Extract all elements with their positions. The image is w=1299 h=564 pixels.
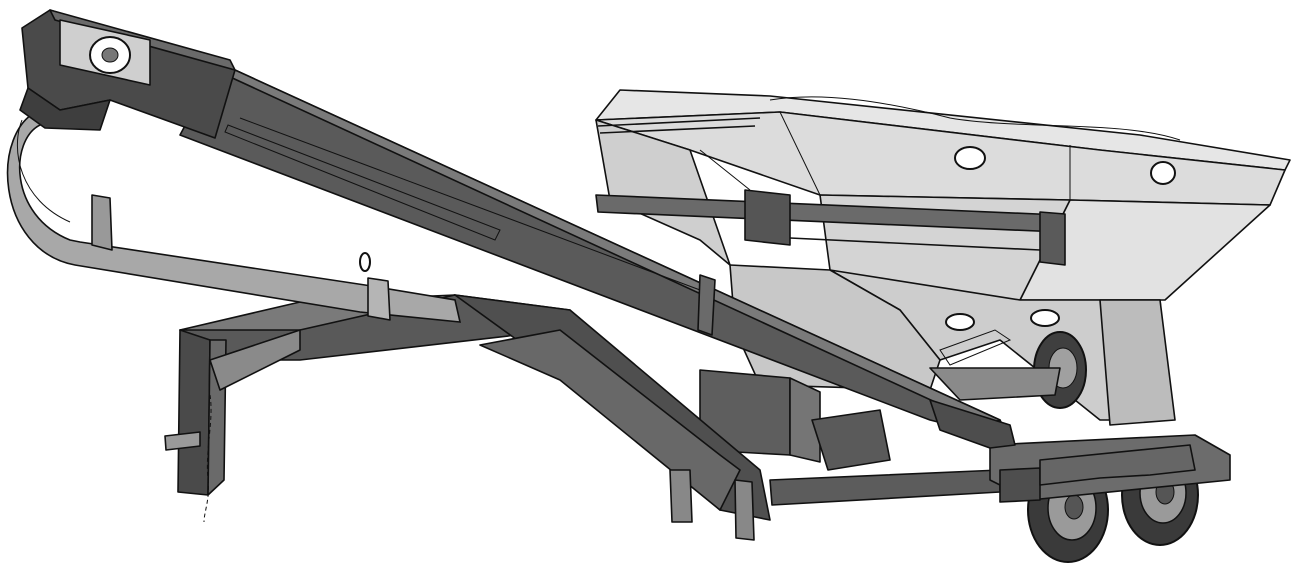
inspection-window <box>945 313 975 331</box>
gate-chute <box>929 329 1061 401</box>
gooseneck-hitch-frame <box>164 294 771 541</box>
hitch-chain <box>203 394 212 523</box>
inspection-window <box>1150 161 1176 185</box>
trailer-frame <box>699 369 1231 506</box>
discharge-spout <box>6 108 462 323</box>
conveyor-elevator-arm <box>19 9 1016 449</box>
inspection-window <box>954 146 986 170</box>
inspection-window <box>1030 309 1060 327</box>
hopper-cross-beam <box>595 189 1066 266</box>
